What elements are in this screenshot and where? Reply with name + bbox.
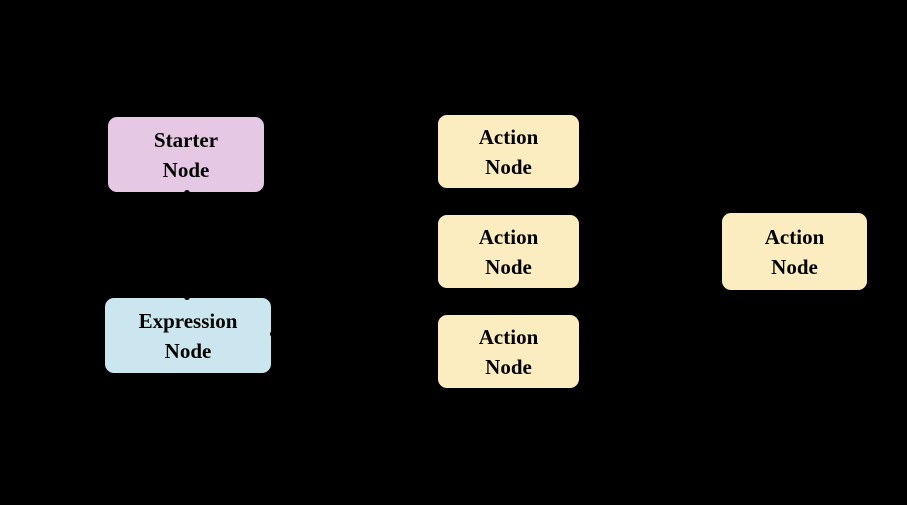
edge-arrowhead-dot-action2-right xyxy=(579,248,585,254)
node-starter-label-line2: Node xyxy=(162,157,210,182)
node-action-3-label-line2: Node xyxy=(485,354,532,379)
node-action-4-label-line2: Node xyxy=(771,254,818,279)
edge-arrowhead-dot-action1-right xyxy=(579,148,585,154)
node-starter-label-line1: Starter xyxy=(153,127,219,152)
node-action-1-label-line1: Action xyxy=(478,124,539,149)
edge-arrowhead-dot-expression-top xyxy=(184,294,190,300)
edge-arrowhead-dot-expression-right xyxy=(270,331,276,337)
node-expression-label-line2: Node xyxy=(164,338,212,363)
node-starter: Starter Node xyxy=(106,115,266,194)
edge-arrowhead-dot-starter-bottom xyxy=(184,190,190,196)
node-action-3: Action Node xyxy=(436,313,581,390)
node-action-2-label-line1: Action xyxy=(478,224,539,249)
node-action-1-label-line2: Node xyxy=(485,154,532,179)
node-action-2-label-line2: Node xyxy=(485,254,532,279)
node-expression-label-line1: Expression xyxy=(138,308,238,333)
node-action-2: Action Node xyxy=(436,213,581,290)
node-action-4-label-line1: Action xyxy=(764,224,825,249)
node-action-1: Action Node xyxy=(436,113,581,190)
edge-arrowhead-dot-action3-right xyxy=(579,348,585,354)
node-expression: Expression Node xyxy=(103,296,273,375)
node-action-4: Action Node xyxy=(720,211,869,292)
node-action-3-label-line1: Action xyxy=(478,324,539,349)
